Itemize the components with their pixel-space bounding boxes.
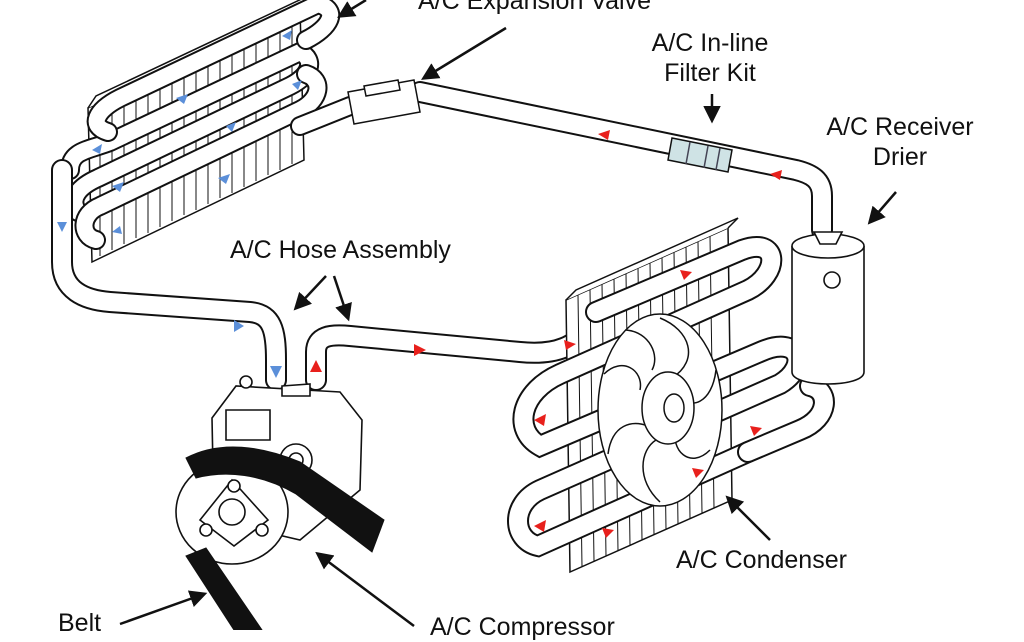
arrow-red — [564, 340, 576, 350]
arrow-blue — [57, 222, 67, 232]
label-hose-assembly: A/C Hose Assembly — [230, 236, 451, 264]
label-filter-kit: A/C In-line Filter Kit — [600, 28, 820, 88]
arrow-red — [602, 528, 614, 538]
label-filter-kit-line2: Filter Kit — [664, 59, 756, 87]
pointer-compressor — [315, 551, 415, 627]
inline-filter — [667, 137, 733, 173]
arrow-blue — [234, 320, 244, 332]
arrow-red — [534, 520, 546, 532]
label-compressor: A/C Compressor — [430, 613, 615, 641]
label-receiver-drier: A/C Receiver Drier — [800, 112, 1000, 172]
label-filter-kit-line1: A/C In-line — [651, 29, 769, 57]
high-pressure-flow-arrows — [310, 130, 782, 538]
pointer-expansion-valve — [421, 26, 507, 80]
arrow-blue — [292, 80, 302, 90]
arrow-blue — [92, 144, 102, 154]
arrow-blue — [218, 174, 230, 184]
label-condenser: A/C Condenser — [676, 546, 847, 574]
arrow-red — [414, 344, 426, 356]
label-receiver-line2: Drier — [872, 143, 928, 171]
arrow-blue — [112, 226, 122, 234]
expansion-valve — [347, 79, 421, 125]
refrigerant-lines — [51, 81, 833, 391]
arrow-red — [750, 426, 762, 436]
pointer-hose-right — [332, 275, 352, 322]
arrow-blue — [282, 30, 292, 40]
pointer-expansion-top — [337, 0, 367, 18]
label-expansion-valve: A/C Expansion Valve — [418, 0, 651, 15]
arrow-blue — [176, 94, 188, 104]
drive-belt — [185, 446, 385, 630]
pointer-arrows — [119, 0, 897, 627]
arrow-blue — [226, 122, 236, 132]
pointer-receiver — [867, 191, 897, 225]
arrow-red — [680, 270, 692, 280]
arrow-blue — [112, 182, 124, 192]
pointer-belt — [119, 590, 208, 626]
receiver-drier — [791, 231, 865, 385]
label-receiver-line1: A/C Receiver — [826, 113, 974, 141]
pointer-hose-left — [293, 275, 327, 311]
condenser-fan — [597, 313, 723, 507]
label-belt: Belt — [58, 609, 102, 637]
arrow-red — [598, 130, 610, 140]
low-pressure-flow-arrows — [57, 30, 302, 378]
arrow-red — [310, 360, 322, 372]
pointer-condenser — [725, 495, 771, 541]
arrow-red — [534, 414, 546, 426]
arrow-red — [692, 468, 704, 478]
arrow-blue — [270, 366, 282, 378]
arrow-red — [770, 170, 782, 180]
evaporator — [60, 0, 340, 264]
